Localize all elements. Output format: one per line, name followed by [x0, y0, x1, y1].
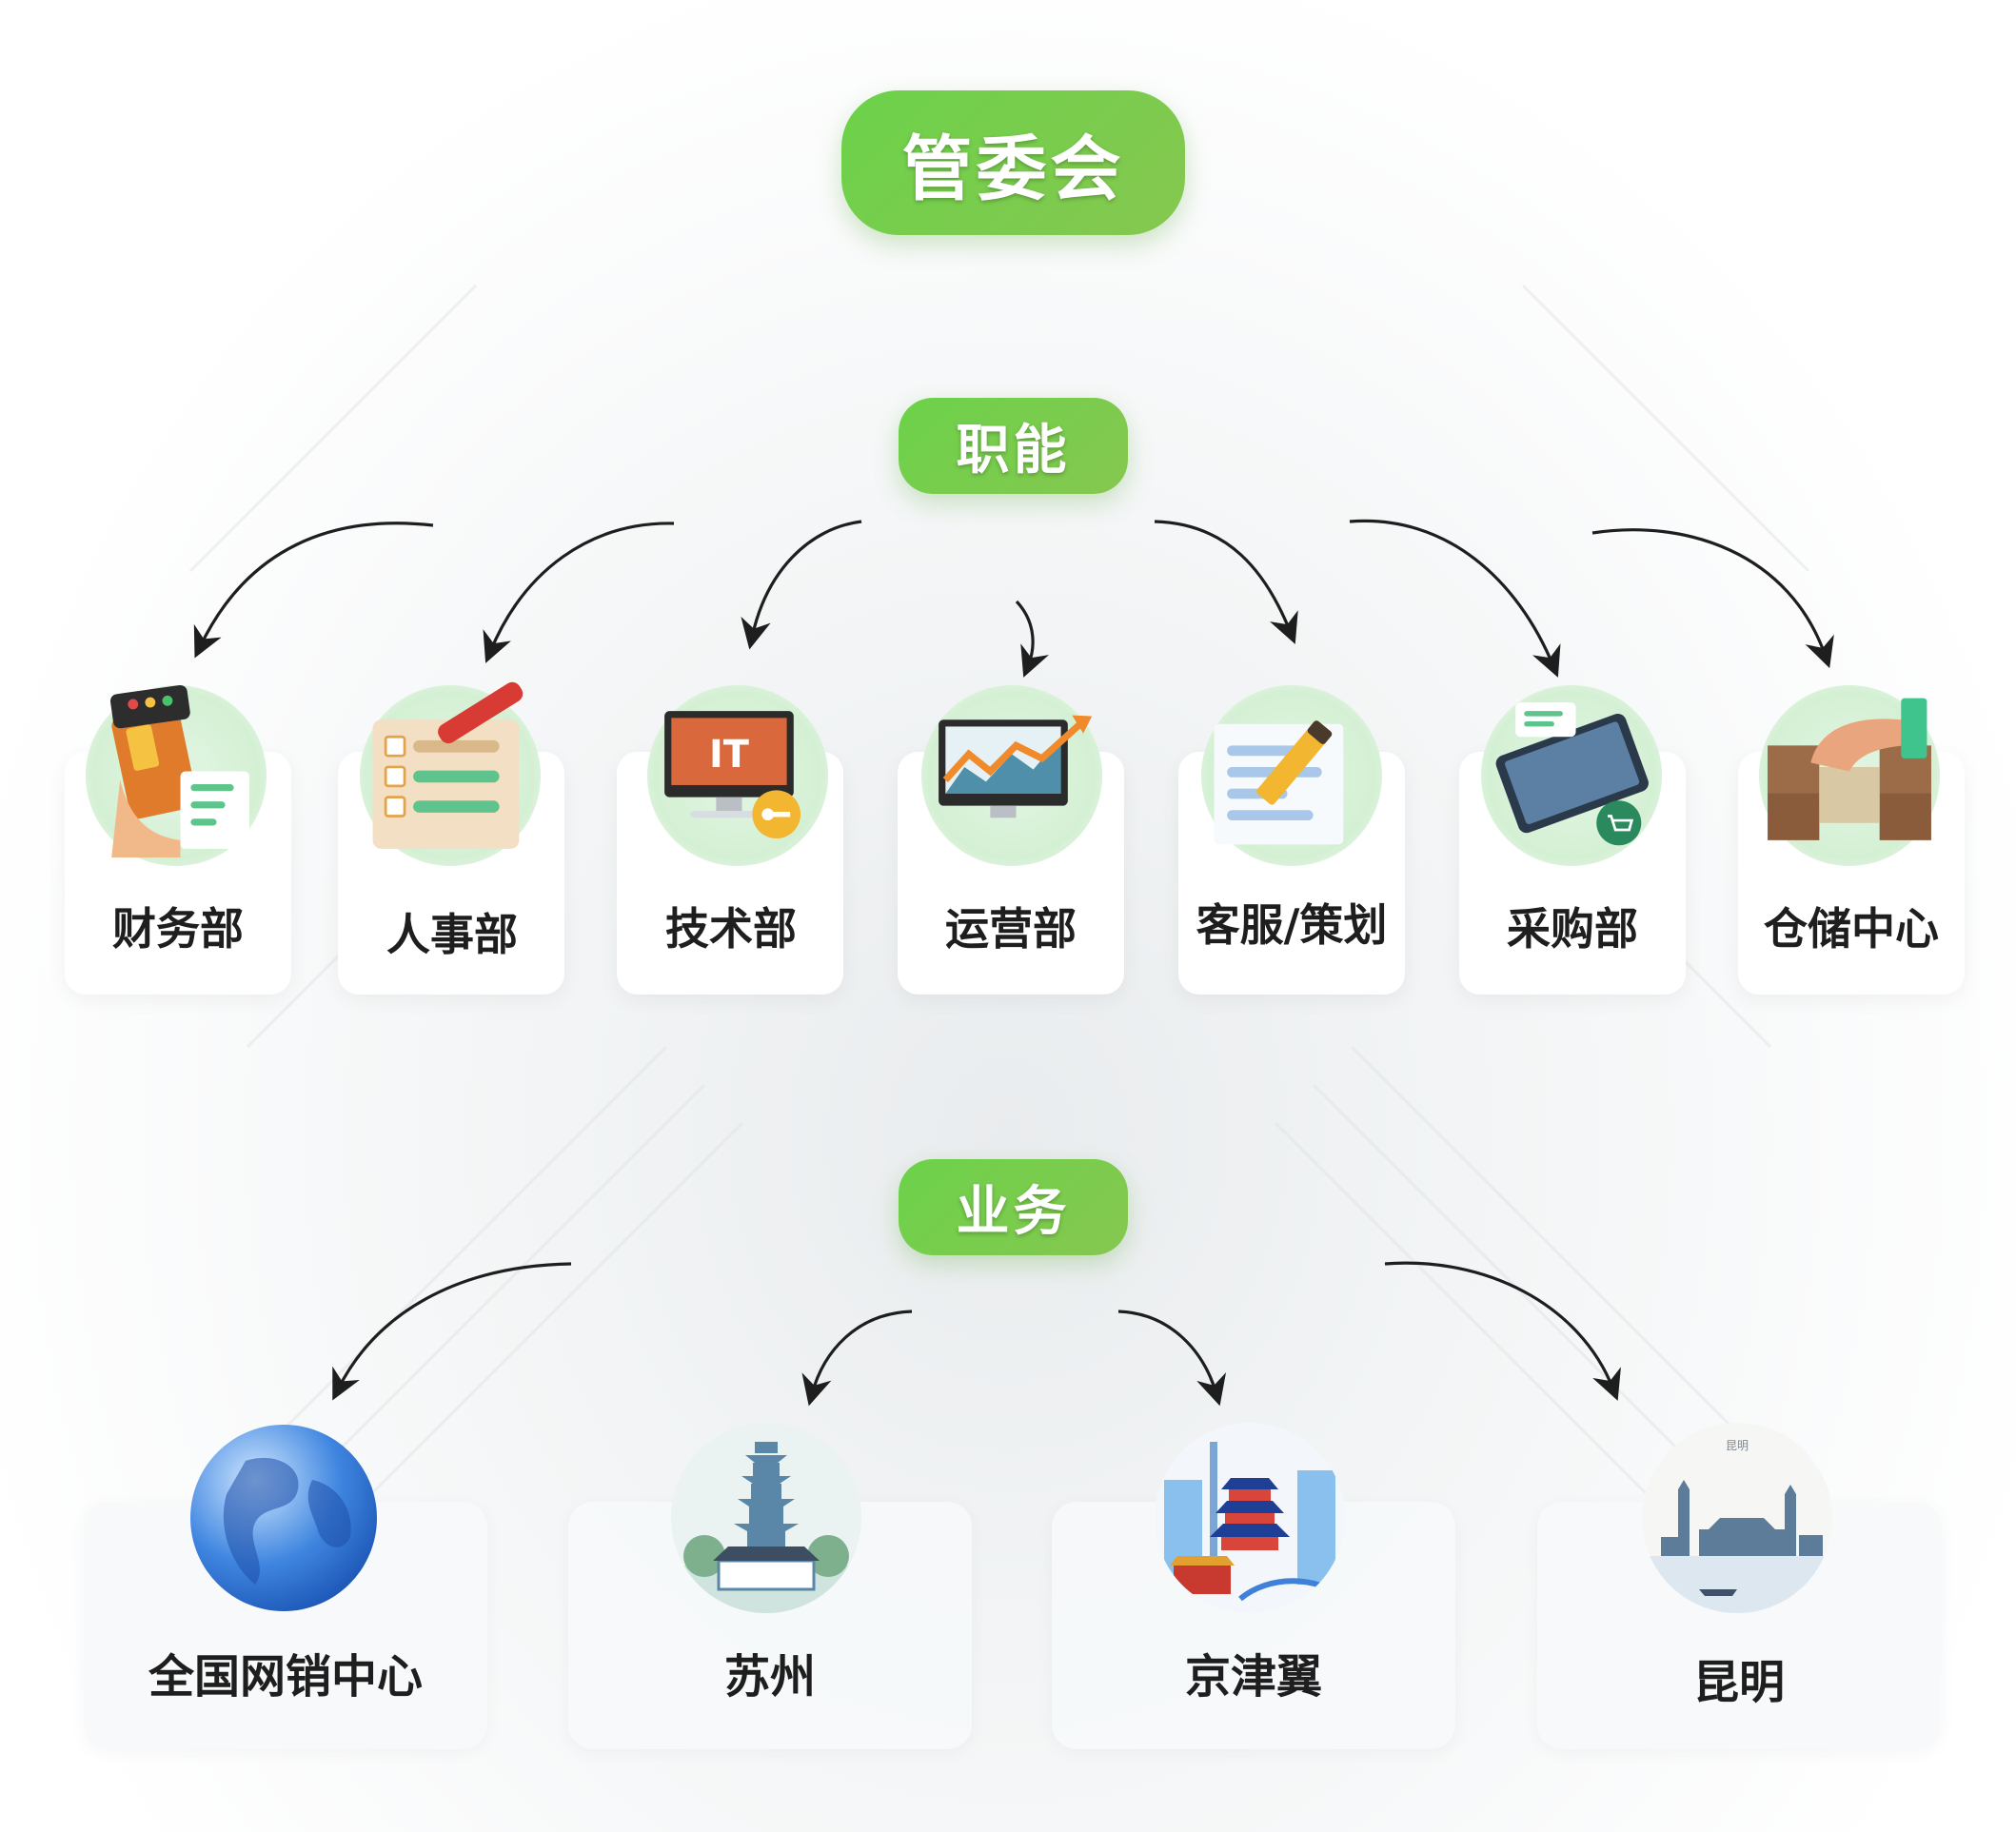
chart-monitor-icon	[921, 685, 1102, 866]
kunming-skyline-icon: 昆明	[1642, 1423, 1832, 1613]
card-payment-icon	[86, 684, 267, 866]
suzhou-pagoda-icon	[671, 1423, 861, 1613]
functional-title: 职能	[956, 420, 1071, 482]
tablet-cart-icon	[1481, 685, 1662, 866]
arrow-to-kunming	[1384, 1261, 1621, 1401]
business-badge: 业务	[899, 1159, 1128, 1255]
biz-label-jingjinji: 京津翼	[1184, 1650, 1322, 1704]
dept-label-purchase: 采购部	[1507, 903, 1638, 955]
dept-label-tech: 技术部	[665, 903, 797, 955]
arrow-to-finance	[193, 522, 434, 659]
biz-label-suzhou: 苏州	[723, 1650, 816, 1704]
arrow-to-hr	[483, 522, 675, 663]
dept-label-cs: 客服/策划	[1196, 899, 1388, 951]
beijing-temple-icon	[1155, 1423, 1345, 1613]
business-title: 业务	[956, 1181, 1071, 1243]
functional-badge: 职能	[899, 398, 1128, 494]
document-pencil-icon	[1201, 685, 1382, 866]
arrow-to-suzhou	[801, 1310, 913, 1407]
dept-label-finance: 财务部	[112, 903, 244, 955]
arrow-to-warehouse	[1591, 528, 1834, 669]
biz-label-online: 全国网销中心	[148, 1650, 423, 1704]
kunming-badge-text: 昆明	[1726, 1439, 1749, 1452]
checklist-pen-icon	[360, 681, 541, 866]
it-icon-text: IT	[709, 733, 749, 777]
management-committee-badge: 管委会	[841, 90, 1185, 235]
arrow-to-jingjinji	[1117, 1310, 1227, 1407]
biz-label-kunming: 昆明	[1692, 1656, 1785, 1709]
arrow-to-purchase	[1349, 519, 1561, 678]
boxes-hand-icon	[1759, 685, 1940, 866]
dept-label-warehouse: 仓储中心	[1764, 903, 1939, 955]
dept-label-hr: 人事部	[386, 909, 518, 960]
it-monitor-icon: IT	[647, 685, 828, 866]
arrow-to-cs	[1154, 520, 1298, 644]
arrow-to-ops	[1015, 600, 1049, 678]
arrow-to-tech	[741, 520, 862, 650]
globe-icon	[188, 1423, 379, 1613]
arrow-to-online	[332, 1262, 572, 1401]
dept-label-ops: 运营部	[945, 903, 1077, 955]
management-committee-title: 管委会	[901, 128, 1125, 210]
